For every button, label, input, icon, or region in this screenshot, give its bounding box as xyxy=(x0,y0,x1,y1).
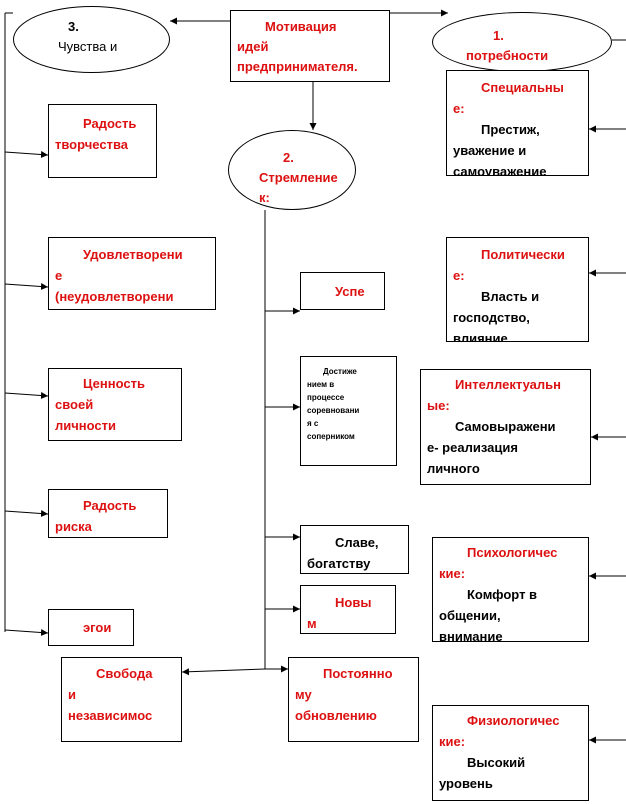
need-5-head-2: кие: xyxy=(439,734,466,749)
aspiration-5-line-1: Постоянно xyxy=(323,666,393,681)
aspiration-2-line-3: процессе xyxy=(307,393,345,402)
need-5-body-1: Высокий xyxy=(467,755,526,770)
feeling-2-line-1: Удовлетворени xyxy=(83,247,183,262)
aspirations-title-text: Стремление xyxy=(259,170,338,185)
aspiration-1-line-1: Успе xyxy=(335,284,365,299)
arrow-feelings-4 xyxy=(4,510,49,518)
need-1-head-2: е: xyxy=(453,101,465,116)
feeling-5-line-1: эгои xyxy=(83,620,112,635)
need-3-body-2: е- реализация xyxy=(427,440,518,455)
feelings-oval: 3. Чувства и xyxy=(13,6,170,73)
need-1-head-1: Специальны xyxy=(481,80,564,95)
aspiration-4-line-2: м xyxy=(307,616,317,631)
needs-title-text: потребности xyxy=(466,48,549,63)
feeling-2-line-3: (неудовлетворени xyxy=(55,289,174,304)
needs-title-number: 1. xyxy=(493,28,504,43)
need-box-4: Психологичес кие: Комфорт в общении, вни… xyxy=(432,537,589,642)
aspiration-box-3: Славе, богатству xyxy=(300,525,409,574)
feeling-3-line-3: личности xyxy=(55,418,117,433)
aspiration-2-line-2: нием в xyxy=(307,380,335,389)
aspirations-title-suffix: к: xyxy=(259,190,270,205)
feeling-6-line-2: и xyxy=(68,687,76,702)
feeling-box-6: Свобода и независимос xyxy=(61,657,182,742)
feeling-box-4: Радость риска xyxy=(48,489,168,538)
aspiration-box-4: Новы м xyxy=(300,585,396,634)
need-3-body-1: Самовыражени xyxy=(455,419,556,434)
aspiration-2-line-4: соревновани xyxy=(307,406,360,415)
needs-oval: 1. потребности xyxy=(432,12,612,72)
feeling-1-line-1: Радость xyxy=(83,116,137,131)
feelings-title-text: Чувства и xyxy=(58,39,118,54)
aspiration-4-line-1: Новы xyxy=(335,595,372,610)
need-3-body-3: личного xyxy=(427,461,480,476)
feeling-3-line-1: Ценность xyxy=(83,376,145,391)
aspiration-2-line-5: я с xyxy=(307,419,319,428)
arrow-aspirations-to-freedom xyxy=(181,668,266,676)
arrow-feelings-2 xyxy=(4,283,49,291)
aspiration-3-line-1: Славе, xyxy=(335,535,379,550)
arrow-feelings-3 xyxy=(4,392,49,400)
feeling-3-line-2: своей xyxy=(55,397,94,412)
need-box-1: Специальны е: Престиж, уважение и самоув… xyxy=(446,70,589,176)
aspiration-2-line-1: Достиже xyxy=(323,367,357,376)
need-2-body-2: господство, xyxy=(453,310,530,325)
need-4-body-1: Комфорт в xyxy=(467,587,538,602)
arrow-feelings-5 xyxy=(4,629,49,637)
center-motivation-box: Мотивация идей предпринимателя. xyxy=(230,10,390,82)
aspirations-oval: 2. Стремление к: xyxy=(228,130,356,210)
aspiration-5-line-2: му xyxy=(295,687,312,702)
need-4-head-1: Психологичес xyxy=(467,545,558,560)
aspiration-box-5: Постоянно му обновлению xyxy=(288,657,419,742)
need-5-head-1: Физиологичес xyxy=(467,713,560,728)
aspiration-2-line-6: соперником xyxy=(307,432,355,441)
need-1-body-1: Престиж, xyxy=(481,122,540,137)
feeling-box-5: эгои xyxy=(48,609,134,646)
center-title-line-1: Мотивация xyxy=(265,19,337,34)
need-2-body-3: влияние xyxy=(453,331,508,342)
arrow-feelings-1 xyxy=(4,151,49,159)
aspiration-box-1: Успе xyxy=(300,272,385,310)
aspiration-3-line-2: богатству xyxy=(307,556,371,571)
need-4-head-2: кие: xyxy=(439,566,466,581)
aspiration-5-line-3: обновлению xyxy=(295,708,377,723)
feeling-1-line-2: творчества xyxy=(55,137,128,152)
need-3-head-2: ые: xyxy=(427,398,450,413)
feeling-4-line-2: риска xyxy=(55,519,92,534)
aspiration-box-2: Достиже нием в процессе соревновани я с … xyxy=(300,356,397,466)
feeling-box-1: Радость творчества xyxy=(48,104,157,178)
feeling-6-line-1: Свобода xyxy=(96,666,153,681)
need-2-head-2: е: xyxy=(453,268,465,283)
need-3-head-1: Интеллектуальн xyxy=(455,377,561,392)
feeling-4-line-1: Радость xyxy=(83,498,137,513)
feeling-box-3: Ценность своей личности xyxy=(48,368,182,441)
feeling-box-2: Удовлетворени е (неудовлетворени xyxy=(48,237,216,310)
feelings-title-number: 3. xyxy=(68,19,79,34)
need-1-body-3: самоуважение xyxy=(453,164,547,176)
aspirations-title-number: 2. xyxy=(283,150,294,165)
need-4-body-3: внимание xyxy=(439,629,503,642)
need-2-body-1: Власть и xyxy=(481,289,540,304)
center-title-line-3: предпринимателя. xyxy=(237,59,358,74)
need-4-body-2: общении, xyxy=(439,608,501,623)
need-box-2: Политически е: Власть и господство, влия… xyxy=(446,237,589,342)
need-2-head-1: Политически xyxy=(481,247,565,262)
feeling-2-line-2: е xyxy=(55,268,63,283)
feeling-6-line-3: независимос xyxy=(68,708,153,723)
center-title-line-2: идей xyxy=(237,39,269,54)
need-1-body-2: уважение и xyxy=(453,143,527,158)
need-5-body-2: уровень xyxy=(439,776,493,791)
need-box-3: Интеллектуальн ые: Самовыражени е- реали… xyxy=(420,369,591,485)
need-box-5: Физиологичес кие: Высокий уровень xyxy=(432,705,589,801)
